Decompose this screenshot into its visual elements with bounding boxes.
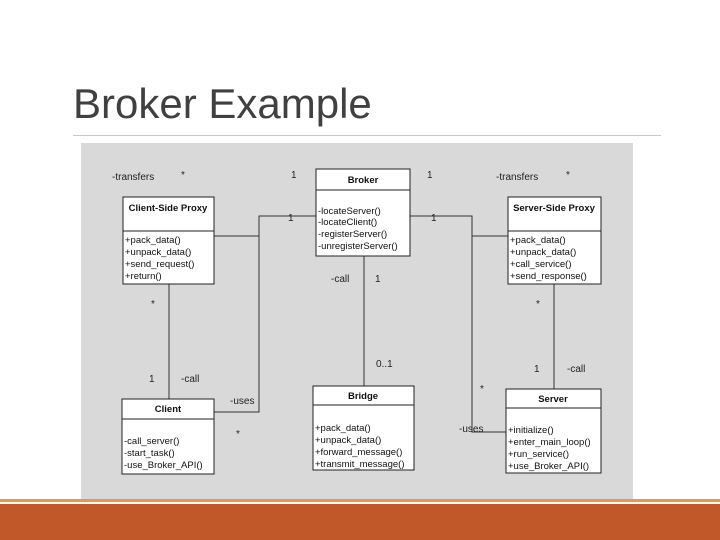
label-transfers-right: -transfers: [496, 172, 538, 183]
label-call-client: -call: [181, 374, 199, 385]
label-uses-right: -uses: [459, 424, 483, 435]
label-multiplicity: *: [480, 384, 484, 395]
member: -locateClient(): [318, 217, 377, 228]
member: -use_Broker_API(): [124, 460, 203, 471]
label-multiplicity: 1: [288, 213, 294, 224]
class-name: Client-Side Proxy: [129, 203, 208, 214]
label-multiplicity: 1: [375, 274, 381, 285]
label-multiplicity: 1: [427, 170, 433, 181]
label-multiplicity: *: [181, 170, 185, 181]
footer-band: [0, 504, 720, 540]
label-multiplicity: 1: [534, 364, 540, 375]
member: +unpack_data(): [125, 247, 191, 258]
class-client-side-proxy: Client-Side Proxy +pack_data() +unpack_d…: [122, 196, 215, 285]
class-name: Bridge: [348, 391, 378, 402]
label-call-server: -call: [567, 364, 585, 375]
label-multiplicity: *: [566, 170, 570, 181]
class-server-side-proxy: Server-Side Proxy +pack_data() +unpack_d…: [507, 196, 602, 285]
class-name: Broker: [348, 175, 379, 186]
server-broker-line: [471, 236, 506, 433]
class-name: Server-Side Proxy: [513, 203, 596, 214]
class-name: Server: [538, 394, 568, 405]
class-broker: Broker -locateServer() -locateClient() -…: [315, 168, 411, 257]
member: +transmit_message(): [315, 459, 405, 470]
association-labels: -transfers * 1 1 -transfers * 1 1 -call …: [112, 170, 585, 440]
class-server: Server +initialize() +enter_main_loop() …: [505, 388, 602, 474]
label-multiplicity: 0..1: [376, 359, 393, 370]
client-broker-line: [214, 236, 260, 413]
class-name: Client: [155, 404, 182, 415]
member: -locateServer(): [318, 206, 381, 217]
member: +initialize(): [508, 425, 554, 436]
label-uses-left: -uses: [230, 396, 254, 407]
class-bridge: Bridge +pack_data() +unpack_data() +forw…: [312, 385, 415, 471]
member: +return(): [125, 271, 162, 282]
title-divider: [73, 135, 661, 136]
connectors: [168, 215, 555, 433]
label-call-broker: -call: [331, 274, 349, 285]
member: +unpack_data(): [510, 247, 576, 258]
slide-title: Broker Example: [73, 80, 372, 127]
member: +unpack_data(): [315, 435, 381, 446]
member: +run_service(): [508, 449, 569, 460]
label-multiplicity: *: [536, 299, 540, 310]
class-client: Client -call_server() -start_task() -use…: [121, 398, 215, 475]
label-multiplicity: 1: [431, 213, 437, 224]
label-multiplicity: *: [236, 429, 240, 440]
ssp-broker-line: [410, 215, 508, 237]
csp-broker-line: [214, 215, 316, 237]
footer-accent-line: [0, 499, 720, 502]
label-multiplicity: 1: [149, 374, 155, 385]
member: +forward_message(): [315, 447, 402, 458]
label-multiplicity: 1: [291, 170, 297, 181]
member: -registerServer(): [318, 229, 387, 240]
member: +pack_data(): [315, 423, 371, 434]
member: +pack_data(): [125, 235, 181, 246]
member: +call_service(): [510, 259, 572, 270]
label-transfers-left: -transfers: [112, 172, 154, 183]
member: -unregisterServer(): [318, 241, 398, 252]
member: +send_request(): [125, 259, 194, 270]
label-multiplicity: *: [151, 299, 155, 310]
member: +use_Broker_API(): [508, 461, 589, 472]
member: +send_response(): [510, 271, 587, 282]
member: -start_task(): [124, 448, 175, 459]
member: -call_server(): [124, 436, 179, 447]
member: +pack_data(): [510, 235, 566, 246]
member: +enter_main_loop(): [508, 437, 591, 448]
